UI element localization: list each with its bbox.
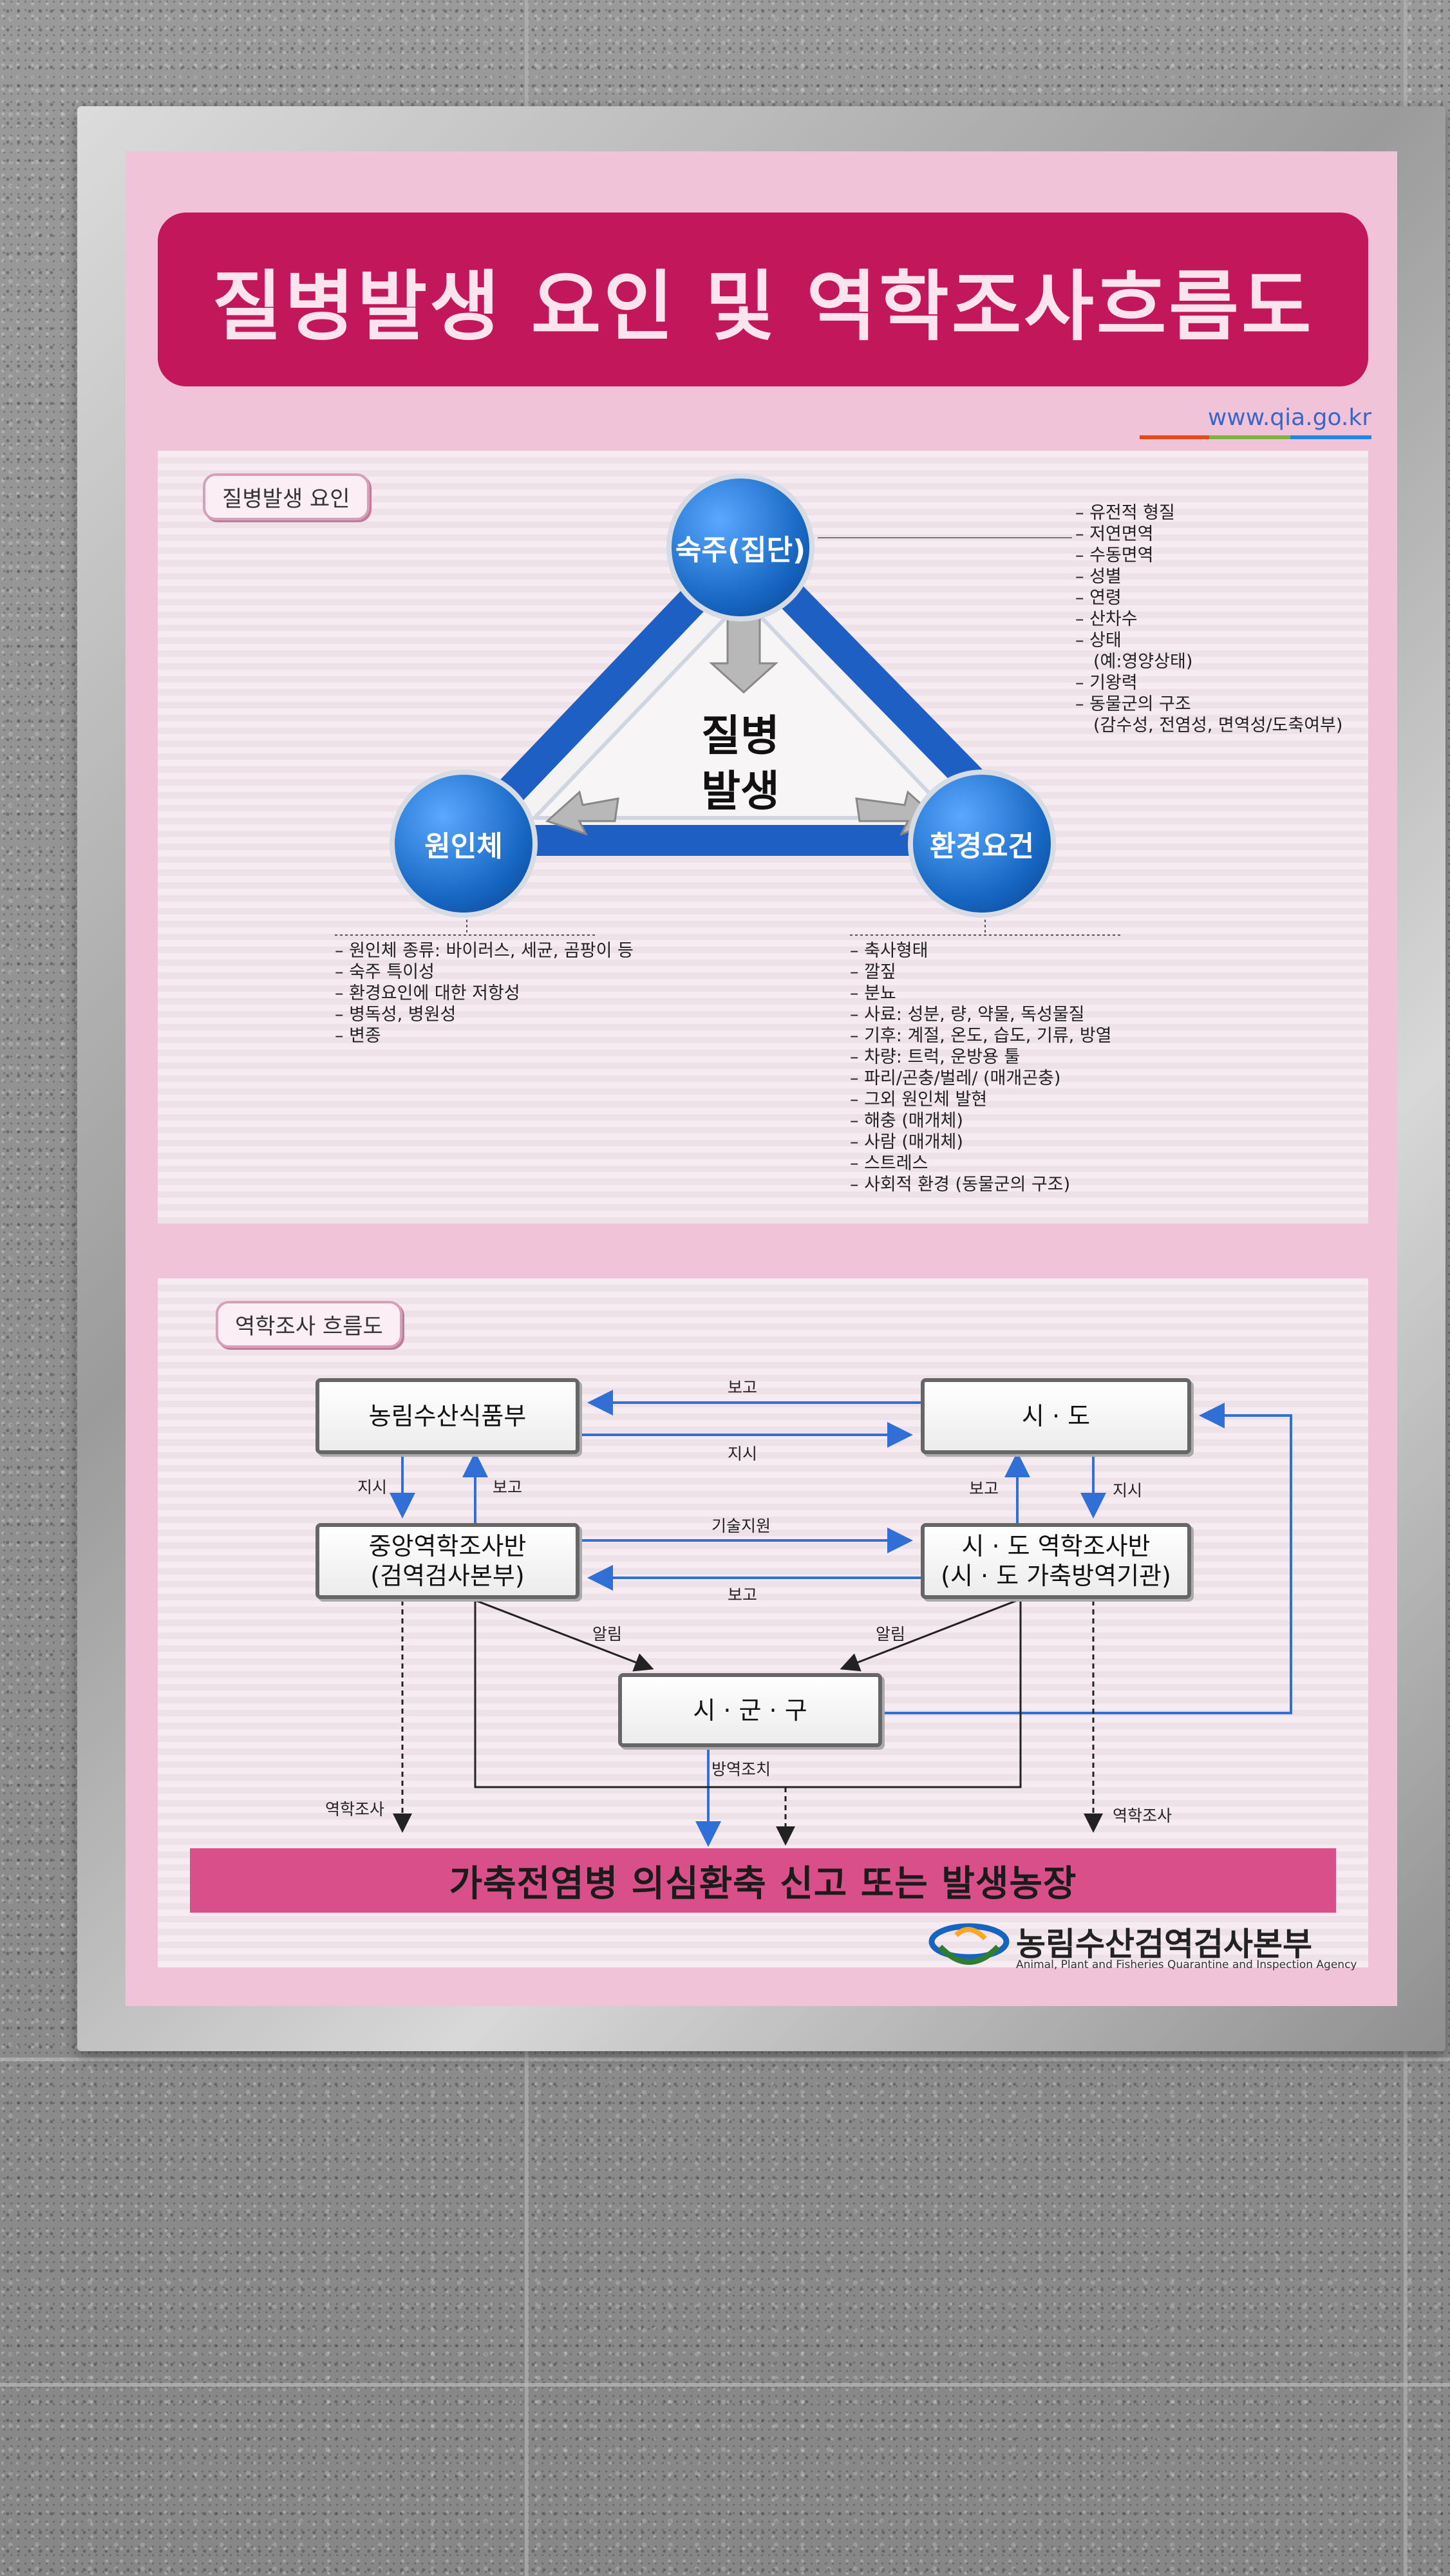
- host-factor-list: – 유전적 형질 – 저연면역 – 수동면역 – 성별 – 연령 – 산차수 –…: [1075, 502, 1342, 736]
- flow-section-label: 역학조사 흐름도: [216, 1301, 402, 1348]
- list-item: – 사회적 환경 (동물군의 구조): [850, 1175, 1071, 1195]
- arrow-district-to-province: [882, 1403, 1292, 1714]
- ministry-box: 농림수산식품부: [315, 1378, 579, 1454]
- label-tech-support: 기술지원: [711, 1517, 771, 1535]
- agent-circle: 원인체: [390, 770, 538, 918]
- list-item: – 사료: 성분, 량, 약물, 독성물질: [850, 1005, 1085, 1025]
- triangle-inner: [529, 596, 958, 820]
- province-team-line2: (시 · 도 가축방역기관): [941, 1562, 1171, 1590]
- agency-english-name: Animal, Plant and Fisheries Quarantine a…: [1016, 1958, 1357, 1971]
- arrow-notify-provteam-district: [840, 1599, 1018, 1672]
- list-item: (감수성, 전염성, 면역성/도축여부): [1093, 715, 1343, 735]
- farm-banner: 가축전염병 의심환축 신고 또는 발생농장: [190, 1848, 1336, 1913]
- label-report: 보고: [493, 1478, 523, 1497]
- factors-section-label: 질병발생 요인: [203, 473, 370, 520]
- list-item: – 원인체 종류: 바이러스, 세균, 곰팡이 등: [335, 941, 634, 961]
- list-item: – 분뇨: [850, 983, 896, 1003]
- district-box: 시 · 군 · 구: [618, 1673, 882, 1747]
- label-order: 지시: [1113, 1481, 1143, 1500]
- environment-circle: 환경요건: [908, 770, 1056, 918]
- website-url: www.qia.go.kr: [1207, 404, 1371, 431]
- list-item: – 환경요인에 대한 저항성: [335, 983, 520, 1003]
- label-epi-survey: 역학조사: [1113, 1806, 1172, 1825]
- environment-factor-list: – 축사형태 – 깔짚 – 분뇨 – 사료: 성분, 량, 약물, 독성물질 –…: [850, 940, 1112, 1195]
- list-item: – 스트레스: [850, 1153, 928, 1173]
- list-item: – 파리/곤충/벌레/ (매개곤충): [850, 1068, 1061, 1088]
- agency-logo: 농림수산검역검사본부 Animal, Plant and Fisheries Q…: [927, 1916, 1357, 1980]
- list-item: – 변종: [335, 1026, 381, 1046]
- host-circle: 숙주(집단): [666, 473, 814, 621]
- province-team-box: 시 · 도 역학조사반 (시 · 도 가축방역기관): [921, 1523, 1191, 1599]
- list-item: – 성별: [1075, 567, 1122, 587]
- list-item: – 유전적 형질: [1075, 503, 1175, 523]
- central-team-line1: 중앙역학조사반: [368, 1532, 527, 1560]
- list-item: – 저연면역: [1075, 524, 1154, 544]
- list-item: – 상태: [1075, 630, 1122, 650]
- list-item: – 차량: 트럭, 운방용 툴: [850, 1047, 1021, 1067]
- list-item: – 기후: 계절, 온도, 습도, 기류, 방열: [850, 1026, 1112, 1046]
- agency-emblem-icon: [928, 1923, 1010, 1965]
- agent-factor-list: – 원인체 종류: 바이러스, 세균, 곰팡이 등 – 숙주 특이성 – 환경요…: [335, 940, 634, 1046]
- host-arrow: [709, 617, 778, 694]
- label-order: 지시: [357, 1478, 388, 1497]
- province-team-line1: 시 · 도 역학조사반: [961, 1532, 1151, 1560]
- label-order: 지시: [728, 1444, 758, 1463]
- list-item: – 동물군의 구조: [1075, 694, 1191, 714]
- list-item: – 산차수: [1075, 609, 1138, 629]
- list-item: (예:영양상태): [1093, 652, 1193, 672]
- center-line-2: 발생: [701, 766, 780, 816]
- url-underline: [1140, 435, 1371, 439]
- central-team-box: 중앙역학조사반 (검역검사본부): [315, 1523, 579, 1599]
- list-item: – 사람 (매개체): [850, 1132, 963, 1152]
- label-quarantine: 방역조치: [711, 1760, 771, 1779]
- arrow-notify-central-district: [475, 1599, 654, 1672]
- label-notify: 알림: [592, 1625, 623, 1643]
- poster-title: 질병발생 요인 및 역학조사흐름도: [158, 213, 1368, 386]
- list-item: – 그외 원인체 발현: [850, 1090, 988, 1110]
- list-item: – 숙주 특이성: [335, 962, 435, 982]
- agency-name: 농림수산검역검사본부: [1016, 1926, 1312, 1963]
- joint-bracket-line: [474, 1600, 1022, 1788]
- tile-joint: [0, 2058, 1450, 2061]
- label-report: 보고: [969, 1479, 999, 1498]
- disease-occurrence-label: 질병 발생: [644, 708, 837, 837]
- list-item: – 연령: [1075, 588, 1122, 608]
- list-item: – 깔짚: [850, 962, 896, 982]
- tile-joint: [0, 2383, 1450, 2387]
- label-report: 보고: [728, 1586, 758, 1604]
- agent-arrow: [545, 790, 619, 836]
- list-item: – 기왕력: [1075, 673, 1138, 693]
- list-item: – 수동면역: [1075, 545, 1154, 565]
- label-epi-survey: 역학조사: [325, 1800, 385, 1819]
- province-box: 시 · 도: [921, 1378, 1191, 1454]
- list-item: – 축사형태: [850, 941, 928, 961]
- list-item: – 병독성, 병원성: [335, 1005, 457, 1025]
- list-item: – 해충 (매개체): [850, 1111, 963, 1131]
- label-notify: 알림: [876, 1625, 906, 1643]
- central-team-line2: (검역검사본부): [370, 1562, 525, 1590]
- label-report: 보고: [728, 1378, 758, 1397]
- center-line-1: 질병: [701, 711, 780, 761]
